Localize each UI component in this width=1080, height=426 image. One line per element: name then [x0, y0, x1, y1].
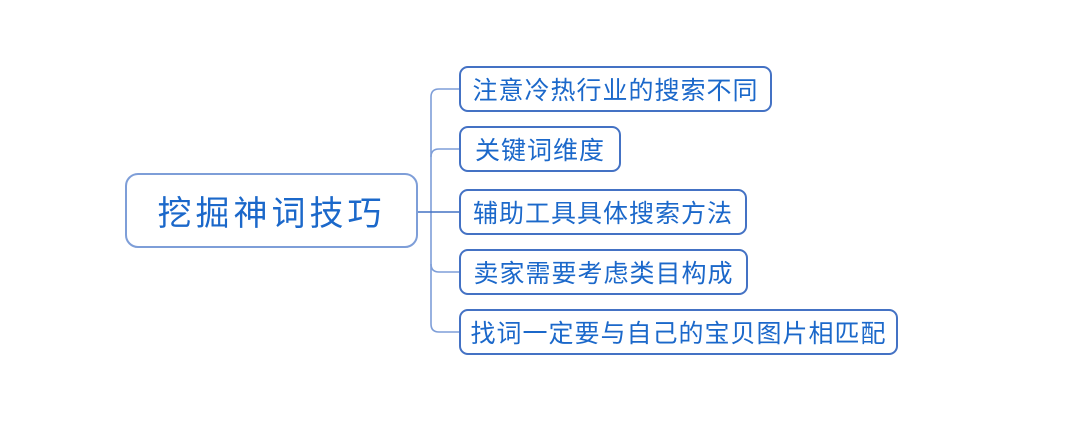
root-node-label: 挖掘神词技巧 [157, 194, 386, 234]
connector-trunk [430, 88, 459, 333]
mindmap-child-node-4[interactable]: 卖家需要考虑类目构成 [459, 249, 748, 295]
mindmap-child-node-1[interactable]: 注意冷热行业的搜索不同 [459, 66, 772, 112]
connector-branch-2 [430, 148, 459, 158]
child-node-label: 注意冷热行业的搜索不同 [472, 76, 759, 105]
mindmap-child-node-2[interactable]: 关键词维度 [459, 126, 621, 172]
child-node-label: 关键词维度 [474, 136, 605, 165]
mindmap-child-node-3[interactable]: 辅助工具具体搜索方法 [459, 189, 747, 235]
mindmap-root-node[interactable]: 挖掘神词技巧 [125, 173, 418, 248]
mindmap-child-node-5[interactable]: 找词一定要与自己的宝贝图片相匹配 [459, 309, 898, 355]
child-node-label: 找词一定要与自己的宝贝图片相匹配 [470, 319, 887, 348]
child-node-label: 辅助工具具体搜索方法 [472, 199, 733, 228]
child-node-label: 卖家需要考虑类目构成 [473, 259, 734, 288]
connector-branch-4 [430, 263, 459, 273]
